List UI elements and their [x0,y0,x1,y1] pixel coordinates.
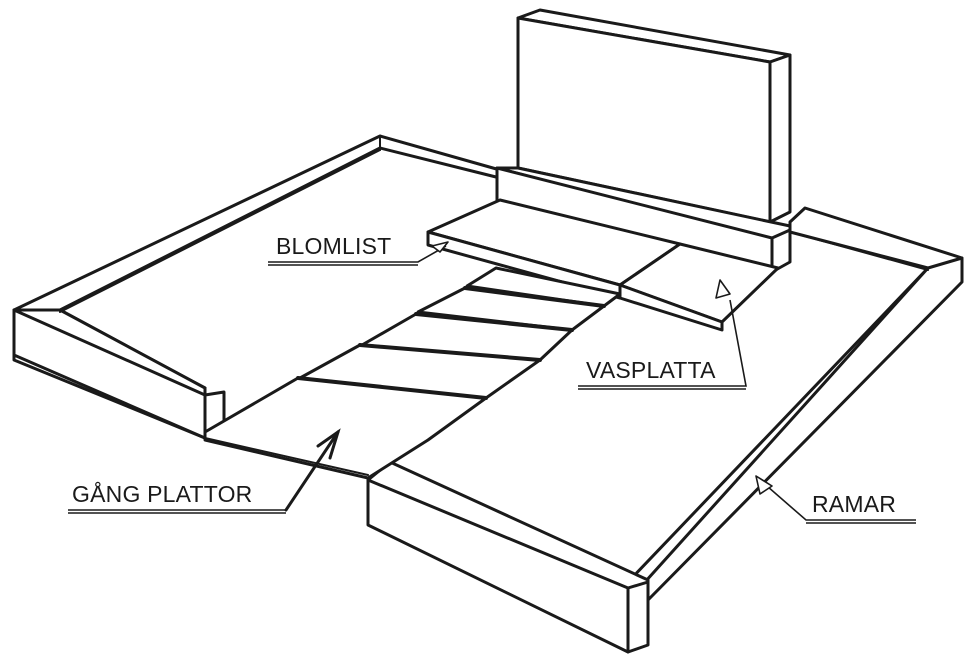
label-gang-plattor-group: GÅNG PLATTOR [68,428,341,514]
label-gang-plattor: GÅNG PLATTOR [72,480,252,507]
label-blomlist: BLOMLIST [276,233,391,259]
left-frame [12,134,502,440]
label-ramar: RAMAR [812,491,896,517]
blomlist [426,198,682,300]
label-vasplatta: VASPLATTA [586,357,716,383]
label-vasplatta-group: VASPLATTA [578,279,747,390]
front-frame [366,460,650,654]
label-ramar-group: RAMAR [755,475,916,524]
label-blomlist-group: BLOMLIST [268,233,449,266]
gang-plattor-arrow-icon [316,428,341,460]
ramar-arrow-icon [755,475,773,495]
blomlist-arrow-icon [431,241,449,253]
gang-plattor [203,266,622,480]
vasplatta-arrow-icon [715,279,731,299]
